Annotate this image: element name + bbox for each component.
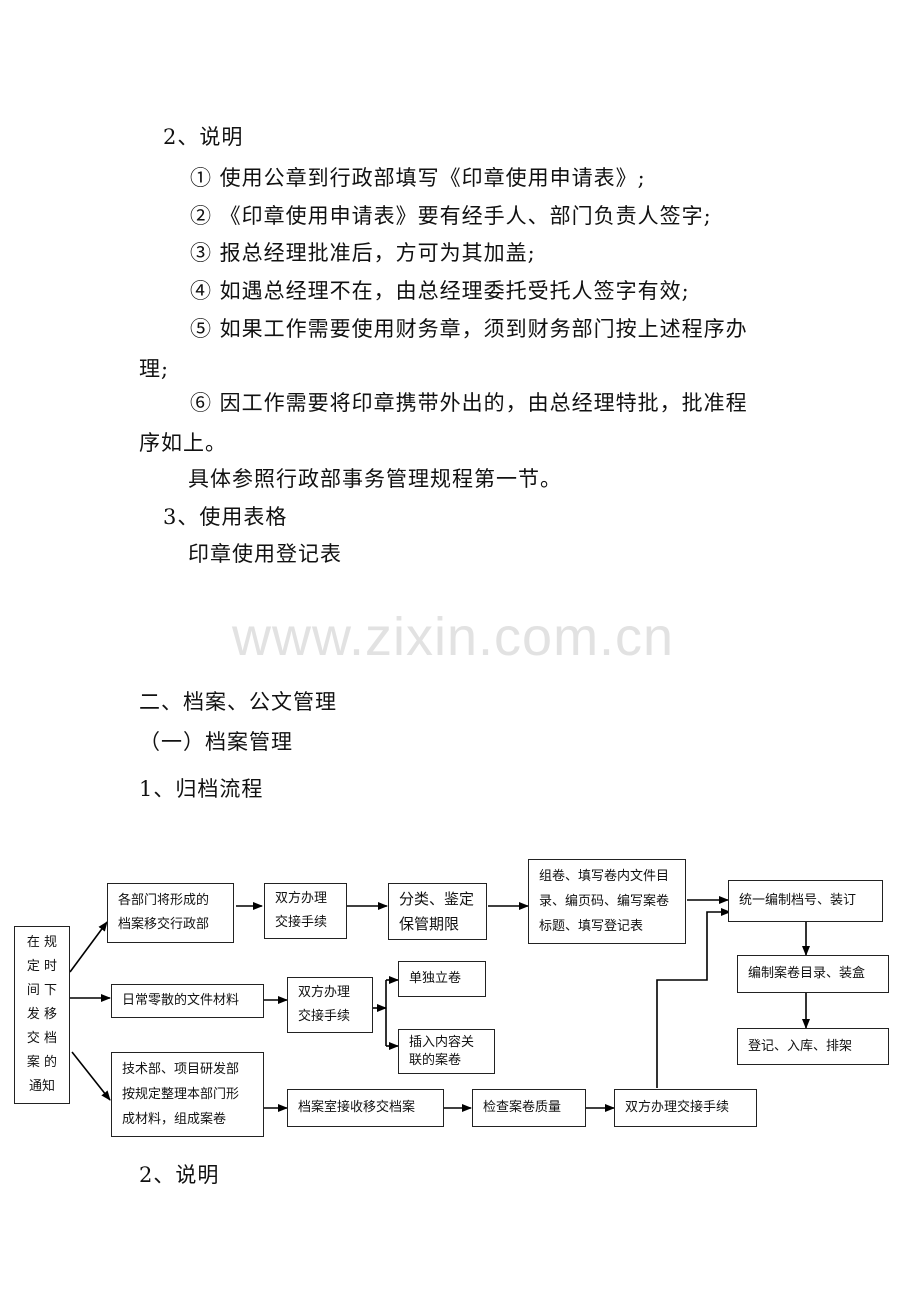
flow-box-assemble: 组卷、填写卷内文件目 录、编页码、编写案卷 标题、填写登记表 <box>528 859 686 944</box>
start-line: 通知 <box>28 1079 55 1094</box>
box-line: 联的案卷 <box>409 1052 462 1068</box>
list-item: ⑤ 如果工作需要使用财务章，须到财务部门按上述程序办 <box>190 317 748 341</box>
start-line: 定 时 <box>26 959 58 974</box>
flow-box-tech-dept: 技术部、项目研发部 按规定整理本部门形 成材料，组成案卷 <box>111 1052 264 1137</box>
section-heading: 2、说明 <box>163 125 244 149</box>
chapter-title: 二、档案、公文管理 <box>139 690 337 714</box>
flow-box-archive-receive: 档案室接收移交档案 <box>287 1089 444 1127</box>
box-line: 技术部、项目研发部 <box>122 1062 240 1077</box>
box-line: 组卷、填写卷内文件目 <box>539 869 670 884</box>
box-line: 交接手续 <box>298 1009 351 1024</box>
flow-box-dept-transfer: 各部门将形成的 档案移交行政部 <box>107 883 234 943</box>
box-line: 保管期限 <box>399 914 460 933</box>
start-box: 在 规 定 时 间 下 发 移 交 档 案 的 通知 <box>14 926 70 1104</box>
box-line: 交接手续 <box>275 915 328 930</box>
list-item: ③ 报总经理批准后，方可为其加盖; <box>190 241 536 265</box>
flow-box-handover-3: 双方办理交接手续 <box>614 1089 757 1127</box>
form-name: 印章使用登记表 <box>188 542 342 566</box>
box-line: 按规定整理本部门形 <box>122 1087 240 1102</box>
list-item: ② 《印章使用申请表》要有经手人、部门负责人签字; <box>190 204 712 228</box>
section-heading: 2、说明 <box>139 1163 220 1187</box>
section-heading: 3、使用表格 <box>163 505 288 529</box>
flow-box-handover-2: 双方办理 交接手续 <box>287 977 373 1033</box>
box-line: 标题、填写登记表 <box>539 919 644 934</box>
box-line: 分类、鉴定 <box>399 889 475 908</box>
reference-text: 具体参照行政部事务管理规程第一节。 <box>188 467 562 491</box>
box-label: 单独立卷 <box>409 971 462 986</box>
box-line: 各部门将形成的 <box>118 893 210 908</box>
box-label: 日常零散的文件材料 <box>122 993 240 1008</box>
flow-box-handover-1: 双方办理 交接手续 <box>264 883 347 939</box>
box-label: 编制案卷目录、装盒 <box>748 966 866 981</box>
box-line: 录、编页码、编写案卷 <box>539 894 670 909</box>
flow-box-catalog: 编制案卷目录、装盒 <box>737 955 889 993</box>
flow-box-register: 登记、入库、排架 <box>737 1028 889 1065</box>
flow-box-insert-related: 插入内容关 联的案卷 <box>398 1029 495 1074</box>
flow-box-quality-check: 检查案卷质量 <box>472 1089 586 1127</box>
box-label: 检查案卷质量 <box>483 1100 562 1115</box>
box-label: 统一编制档号、装订 <box>739 893 857 908</box>
start-line: 案 的 <box>26 1055 58 1070</box>
box-label: 档案室接收移交档案 <box>298 1100 416 1115</box>
watermark: www.zixin.com.cn <box>232 607 675 667</box>
box-line: 双方办理 <box>298 985 351 1000</box>
list-item: ⑥ 因工作需要将印章携带外出的，由总经理特批，批准程 <box>190 391 748 415</box>
subsection-title: （一）档案管理 <box>139 730 293 754</box>
start-line: 间 下 <box>26 983 58 998</box>
list-item-continuation: 理; <box>139 357 170 381</box>
box-line: 档案移交行政部 <box>118 917 210 932</box>
flow-box-numbering: 统一编制档号、装订 <box>728 880 883 922</box>
flow-box-daily-files: 日常零散的文件材料 <box>111 984 264 1018</box>
flow-box-classify: 分类、鉴定 保管期限 <box>388 883 487 940</box>
box-line: 成材料，组成案卷 <box>122 1112 227 1127</box>
box-label: 双方办理交接手续 <box>625 1100 730 1115</box>
start-line: 发 移 <box>26 1007 58 1022</box>
list-item: ① 使用公章到行政部填写《印章使用申请表》; <box>190 166 646 190</box>
start-line: 交 档 <box>26 1031 58 1046</box>
box-line: 插入内容关 <box>409 1034 475 1050</box>
list-item-continuation: 序如上。 <box>139 431 227 455</box>
box-line: 双方办理 <box>275 891 328 906</box>
flow-box-single-volume: 单独立卷 <box>398 961 486 997</box>
start-line: 在 规 <box>26 935 58 950</box>
flow-title: 1、归档流程 <box>139 777 264 801</box>
box-label: 登记、入库、排架 <box>748 1038 853 1054</box>
list-item: ④ 如遇总经理不在，由总经理委托受托人签字有效; <box>190 279 690 303</box>
